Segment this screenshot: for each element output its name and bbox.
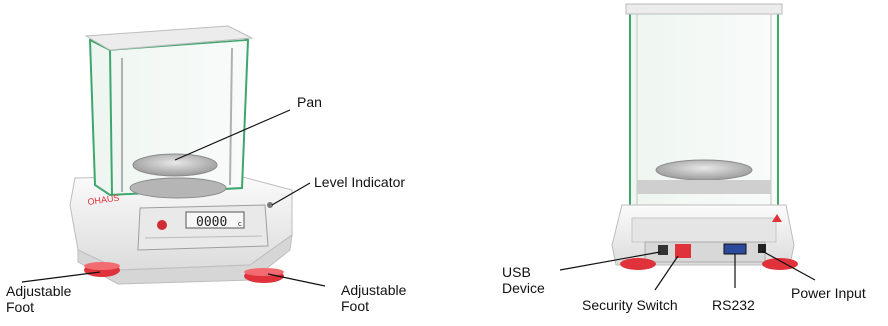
callout-pan: Pan — [297, 94, 322, 110]
leader-pan — [174, 109, 291, 161]
callout-security-switch: Security Switch — [582, 297, 678, 313]
front-leader-lines — [21, 109, 326, 287]
leader-foot-left — [21, 271, 101, 283]
security-switch-icon — [675, 244, 691, 258]
rear-pan — [655, 159, 753, 181]
callout-level-indicator: Level Indicator — [314, 174, 406, 190]
ohaus-logo-icon — [157, 220, 167, 230]
leader-usb — [559, 251, 661, 271]
front-pan — [132, 153, 218, 177]
callout-adjustable-foot-right: Adjustable Foot — [341, 282, 407, 314]
leader-foot-right — [267, 273, 326, 287]
leader-power — [761, 250, 816, 281]
usb-port-icon — [658, 245, 668, 255]
rear-leader-lines — [559, 250, 816, 291]
svg-text:OHAUS: OHAUS — [87, 193, 120, 207]
power-port-icon — [758, 244, 766, 253]
display-unit: c — [238, 220, 242, 228]
rear-foot-right — [762, 258, 798, 270]
callout-adjustable-foot-left: Adjustable Foot — [6, 283, 72, 315]
callout-power-input: Power Input — [791, 285, 866, 301]
rs232-port-icon — [723, 243, 747, 255]
level-bubble-icon — [267, 202, 273, 208]
rear-foot-left — [620, 258, 656, 270]
front-balance: OHAUS 0000 c — [69, 25, 293, 285]
callout-rs232: RS232 — [712, 297, 755, 313]
rear-balance — [611, 3, 798, 270]
leader-security — [654, 255, 679, 291]
display-readout: 0000 — [196, 215, 227, 230]
callout-usb-device: USB Device — [502, 264, 545, 296]
leader-level — [271, 182, 311, 206]
